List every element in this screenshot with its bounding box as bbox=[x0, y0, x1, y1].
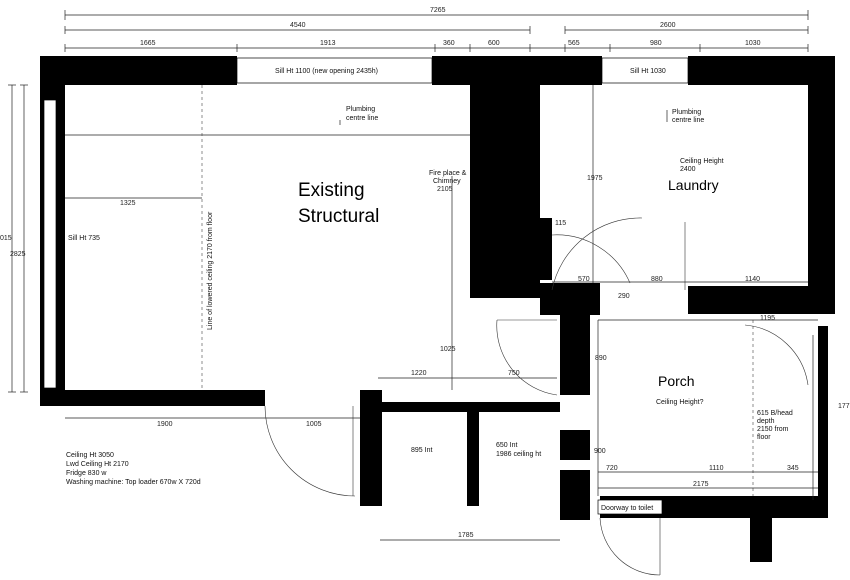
dim-600: 600 bbox=[488, 40, 500, 47]
dim-880: 880 bbox=[651, 276, 663, 283]
dim-1110: 1110 bbox=[709, 465, 724, 472]
plumbing-label-1b: centre line bbox=[346, 115, 378, 122]
dim-890: 890 bbox=[595, 355, 607, 362]
bhead-label-1: 615 B/head bbox=[757, 410, 793, 417]
dim-980: 980 bbox=[650, 40, 662, 47]
dim-left-2825: 2825 bbox=[10, 251, 26, 258]
lowered-ceiling-label: Line of lowered ceiling 2170 from floor bbox=[207, 211, 214, 330]
dim-1220: 1220 bbox=[411, 370, 427, 377]
note-fridge: Fridge 830 w bbox=[66, 470, 107, 477]
room-label-existing: Existing bbox=[298, 180, 365, 201]
plumbing-label-2: Plumbing bbox=[672, 109, 701, 116]
dim-left-total: 4540 bbox=[290, 22, 306, 29]
bhead-label-2: depth bbox=[757, 418, 775, 425]
dim-1775: 1775 bbox=[838, 403, 850, 410]
ceiling-height-value: 2400 bbox=[680, 166, 696, 173]
bhead-label-4: floor bbox=[757, 434, 771, 441]
dim-345: 345 bbox=[787, 465, 799, 472]
doorway-toilet-label: Doorway to toilet bbox=[601, 505, 653, 512]
dim-left-015: 015 bbox=[0, 235, 12, 242]
dim-1900: 1900 bbox=[157, 421, 173, 428]
ceiling-height-label: Ceiling Height bbox=[680, 158, 724, 165]
window-top-laundry bbox=[601, 57, 689, 84]
note-ceiling: Ceiling Ht 3050 bbox=[66, 452, 114, 459]
dim-115: 115 bbox=[555, 220, 566, 227]
dim-1785: 1785 bbox=[458, 532, 474, 539]
fireplace-label-2: Chimney bbox=[433, 178, 461, 185]
doors bbox=[264, 217, 809, 576]
dim-290: 290 bbox=[618, 293, 630, 300]
notes-block: Ceiling Ht 3050 Lwd Ceiling Ht 2170 Frid… bbox=[66, 452, 201, 486]
dim-1025: 1025 bbox=[440, 346, 456, 353]
dim-1975: 1975 bbox=[587, 175, 603, 182]
room-label-structural: Structural bbox=[298, 206, 379, 227]
dim-1140: 1140 bbox=[745, 276, 760, 283]
dim-900: 900 bbox=[594, 448, 606, 455]
walls bbox=[40, 56, 835, 562]
dim-1195: 1195 bbox=[760, 315, 775, 322]
dim-1325: 1325 bbox=[120, 200, 136, 207]
dim-720: 720 bbox=[606, 465, 618, 472]
note-washing-machine: Washing machine: Top loader 670w X 720d bbox=[66, 479, 201, 486]
window-top-main bbox=[236, 57, 433, 84]
dim-565: 565 bbox=[568, 40, 580, 47]
room-label-laundry: Laundry bbox=[668, 177, 719, 193]
porch-ceiling-label: Ceiling Height? bbox=[656, 399, 704, 406]
sill-1100-label: Sill Ht 1100 (new opening 2435h) bbox=[275, 68, 378, 75]
dim-1665: 1665 bbox=[140, 40, 156, 47]
dim-1913: 1913 bbox=[320, 40, 336, 47]
bhead-label-3: 2150 from bbox=[757, 426, 789, 433]
dim-1030: 1030 bbox=[745, 40, 761, 47]
dim-750: 750 bbox=[508, 370, 520, 377]
ceiling-1986-label: 1986 ceiling ht bbox=[496, 451, 541, 458]
left-dimension-lines: 015 2825 bbox=[0, 84, 28, 393]
sill-735-label: Sill Ht 735 bbox=[68, 235, 100, 242]
dim-right-total: 2600 bbox=[660, 22, 676, 29]
plumbing-label-1: Plumbing bbox=[346, 106, 375, 113]
sill-1030-label: Sill Ht 1030 bbox=[630, 68, 666, 75]
dim-570: 570 bbox=[578, 276, 590, 283]
dim-1005: 1005 bbox=[306, 421, 322, 428]
note-lwd-ceiling: Lwd Ceiling Ht 2170 bbox=[66, 461, 129, 468]
room-label-porch: Porch bbox=[658, 373, 695, 389]
fireplace-label-1: Fire place & bbox=[429, 170, 467, 177]
dim-360: 360 bbox=[443, 40, 455, 47]
dim-2105: 2105 bbox=[437, 186, 453, 193]
int-895-label: 895 Int bbox=[411, 447, 432, 454]
interior-dimensions: 1325 1975 115 570 880 1140 290 1195 1025… bbox=[120, 175, 850, 539]
int-650-label: 650 Int bbox=[496, 442, 517, 449]
dim-2175: 2175 bbox=[693, 481, 709, 488]
interior-lines bbox=[65, 85, 818, 541]
plumbing-label-2b: centre line bbox=[672, 117, 704, 124]
top-dimension-lines: 7265 4540 2600 1665 1913 360 600 565 980… bbox=[64, 7, 809, 52]
dim-overall: 7265 bbox=[430, 7, 446, 14]
